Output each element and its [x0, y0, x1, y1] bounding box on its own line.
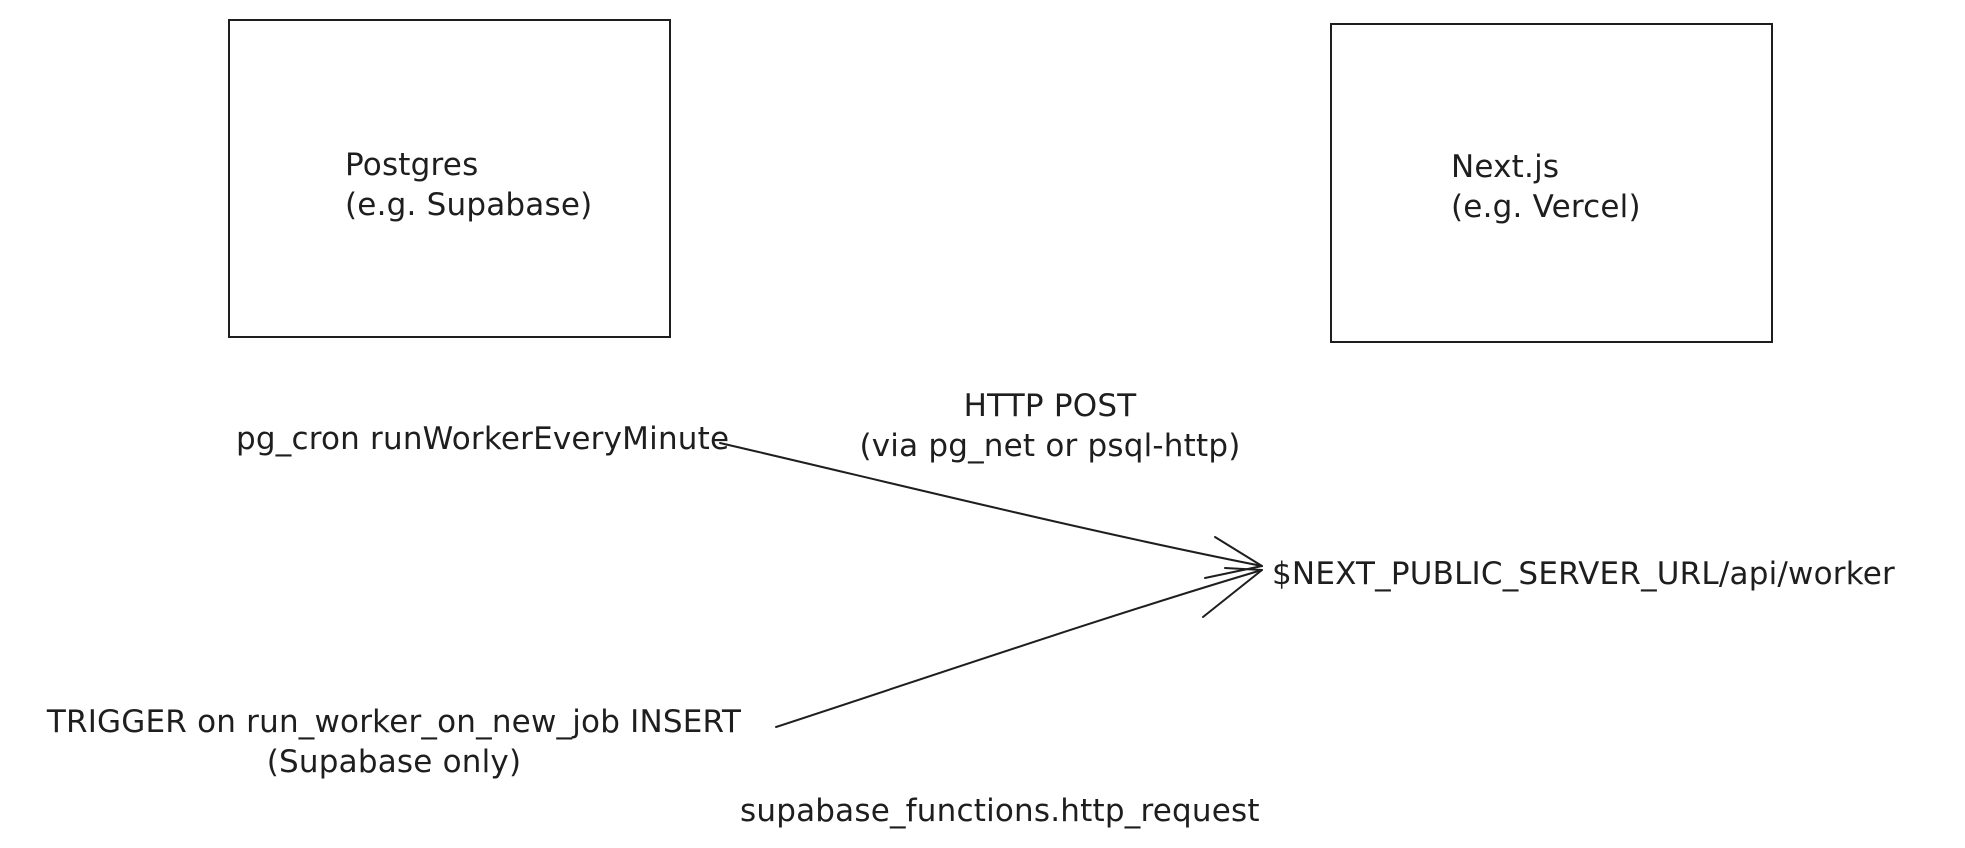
supabase-functions-label: supabase_functions.http_request: [740, 793, 1260, 829]
nextjs-label: Next.js (e.g. Vercel): [1451, 147, 1641, 227]
trigger-arrow-line: [775, 569, 1263, 728]
trigger-label: TRIGGER on run_worker_on_new_job INSERT …: [14, 702, 774, 782]
trigger-subtitle: (Supabase only): [266, 744, 522, 780]
postgres-title: Postgres: [345, 147, 479, 183]
endpoint-label: $NEXT_PUBLIC_SERVER_URL/api/worker: [1272, 556, 1895, 592]
trigger-arrowhead: [1202, 567, 1263, 618]
nextjs-subtitle: (e.g. Vercel): [1451, 189, 1641, 225]
http-post-title: HTTP POST: [963, 388, 1137, 424]
trigger-title: TRIGGER on run_worker_on_new_job INSERT: [46, 704, 742, 740]
pg-cron-label: pg_cron runWorkerEveryMinute: [236, 421, 730, 457]
cron-arrowhead: [1204, 536, 1263, 579]
cron-arrow-line: [719, 442, 1263, 567]
http-post-subtitle: (via pg_net or psql-http): [859, 428, 1241, 464]
nextjs-box: [1330, 23, 1773, 343]
postgres-label: Postgres (e.g. Supabase): [345, 145, 592, 225]
http-post-label: HTTP POST (via pg_net or psql-http): [840, 386, 1260, 466]
postgres-box: [228, 19, 671, 338]
postgres-subtitle: (e.g. Supabase): [345, 187, 593, 223]
nextjs-title: Next.js: [1451, 149, 1560, 185]
